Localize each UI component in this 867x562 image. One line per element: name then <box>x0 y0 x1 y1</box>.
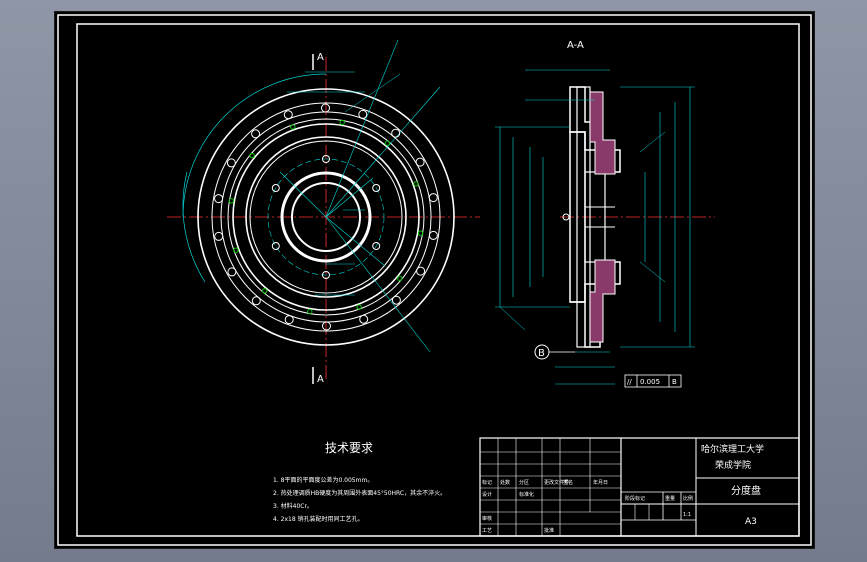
drawing-canvas: A A A-A <box>57 14 812 546</box>
bolt-hole <box>261 288 268 294</box>
bolt-hole <box>359 314 369 324</box>
inner-frame <box>76 23 800 537</box>
tb-label: 设计 <box>482 491 492 498</box>
tb-label: 分区 <box>519 479 529 486</box>
tb-label: 年月日 <box>593 479 608 486</box>
tb-label: 审核 <box>482 515 492 522</box>
bolt-hole <box>417 230 424 236</box>
tolerance-datum: B <box>672 378 677 386</box>
cad-viewport[interactable]: A A A-A <box>54 11 815 549</box>
bolt-hole <box>228 198 235 204</box>
bolt-hole <box>283 110 293 120</box>
note-line: 1. 8平面的平面度公差为0.005mm。 <box>273 476 373 484</box>
bolt-hole <box>290 124 296 130</box>
tb-label: 标准化 <box>519 491 534 498</box>
tolerance-symbol: // <box>627 378 632 386</box>
inner-hole <box>372 184 381 192</box>
note-line: 3. 材料40Cr。 <box>273 502 313 510</box>
bolt-hole <box>251 296 261 306</box>
bolt-hole <box>356 304 362 310</box>
bolt-hole <box>428 193 438 203</box>
bolt-hole <box>391 128 401 138</box>
bolt-hole <box>397 275 403 282</box>
bolt-hole <box>284 315 294 325</box>
bolt-hole-ring <box>214 103 438 331</box>
bolt-hole <box>413 181 419 187</box>
bolt-hole <box>358 109 368 119</box>
bolt-hole <box>322 321 331 331</box>
tolerance-value: 0.005 <box>640 378 660 386</box>
tb-label: 阶段标记 <box>625 495 645 502</box>
tb-label: 标记 <box>482 479 492 486</box>
bolt-hole <box>307 308 313 315</box>
bolt-hole <box>227 267 237 277</box>
university-name: 哈尔滨理工大学 <box>701 443 764 455</box>
tb-label: 工艺 <box>482 528 492 534</box>
tb-label: 比例 <box>683 495 693 502</box>
tb-label: 批准 <box>544 527 554 534</box>
section-view: A-A B <box>495 40 715 388</box>
bolt-hole <box>214 194 224 204</box>
sheet-size: A3 <box>745 517 757 527</box>
outer-frame <box>57 14 812 546</box>
bolt-hole <box>384 140 391 146</box>
inner-hole <box>271 242 280 250</box>
title-block: 哈尔滨理工大学 荣成学院 分度盘 A3 1:1 标记 处数 分区 更改文件号 签… <box>479 437 800 537</box>
tb-label: 更改文件号 <box>544 479 569 486</box>
inner-hole <box>271 184 280 192</box>
bolt-hole <box>251 129 261 139</box>
section-title: A-A <box>567 40 584 51</box>
tb-label: 处数 <box>500 479 510 486</box>
bolt-hole <box>415 157 425 167</box>
notes-title: 技术要求 <box>325 441 373 455</box>
bolt-hole <box>214 231 224 241</box>
inner-hole <box>322 155 330 163</box>
scale-value: 1:1 <box>683 512 691 518</box>
bolt-hole <box>321 103 330 113</box>
section-mark-top: A <box>317 52 324 63</box>
bolt-hole <box>339 119 345 126</box>
datum-label: B <box>538 348 545 359</box>
bolt-hole <box>249 152 255 159</box>
note-line: 4. 2x18 销孔装配时用同工艺孔。 <box>273 515 364 523</box>
bolt-hole <box>416 266 426 276</box>
tb-label: 重量 <box>665 495 675 502</box>
college-name: 荣成学院 <box>715 459 751 471</box>
bolt-hole <box>391 295 401 305</box>
front-view: A A <box>167 39 480 385</box>
part-name: 分度盘 <box>731 484 761 497</box>
section-mark-bottom: A <box>317 374 324 385</box>
bolt-hole <box>233 247 239 253</box>
inner-hole <box>322 271 330 279</box>
bolt-hole <box>226 158 236 168</box>
tech-notes: 技术要求 1. 8平面的平面度公差为0.005mm。 2. 热处理调质HB硬度为… <box>273 441 446 523</box>
tb-label: 签名 <box>563 479 573 486</box>
inner-hole <box>372 242 381 250</box>
note-line: 2. 热处理调质HB硬度为其周围外表面45°50HRC，其余不淬火。 <box>273 489 446 497</box>
bolt-hole <box>428 230 438 240</box>
